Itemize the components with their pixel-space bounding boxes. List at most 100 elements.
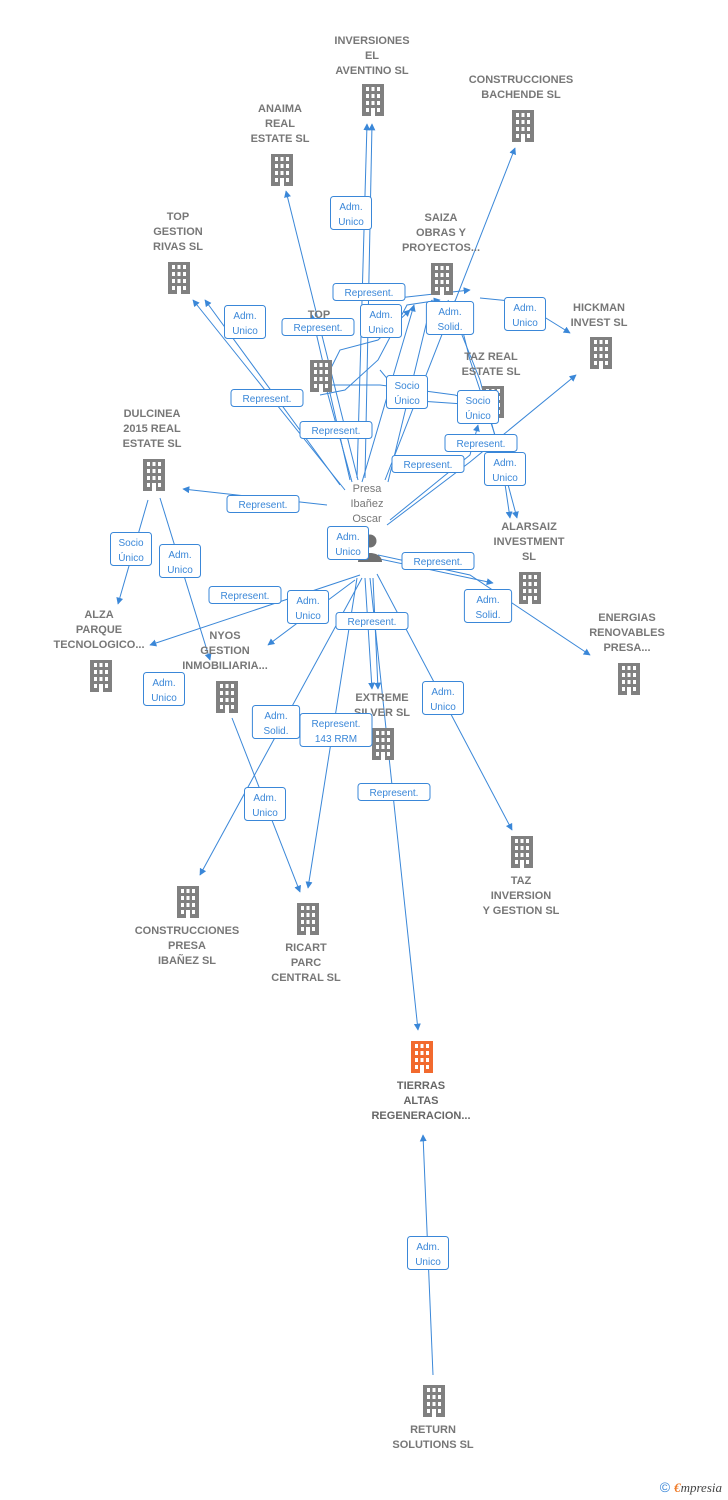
role-badge[interactable]: Adm.Unico <box>224 305 266 339</box>
role-label: Represent. <box>243 394 292 405</box>
company-name-line: NYOS <box>209 630 240 642</box>
role-badge[interactable]: Adm.Solid. <box>463 589 513 623</box>
building-icon <box>431 263 453 295</box>
role-badge[interactable]: Represent. <box>230 389 304 407</box>
company-name-line: INMOBILIARIA... <box>182 660 268 672</box>
role-badge[interactable]: Represent. <box>391 455 465 473</box>
company-name-line: EXTREME <box>355 692 408 704</box>
role-box <box>463 589 513 623</box>
role-badge[interactable]: Adm.Unico <box>244 787 286 821</box>
role-label: Único <box>465 409 491 422</box>
role-label: Adm. <box>339 202 362 213</box>
role-badge[interactable]: Represent. <box>444 434 518 452</box>
role-badge[interactable]: Represent. <box>208 586 282 604</box>
brand-name: mpresia <box>680 1480 722 1495</box>
role-badge[interactable]: Adm.Unico <box>484 452 526 486</box>
role-label: Adm. <box>336 532 359 543</box>
role-label: Adm. <box>416 1242 439 1253</box>
role-box <box>422 681 464 715</box>
role-badge[interactable]: Adm.Unico <box>159 544 201 578</box>
company-name-line: CONSTRUCCIONES <box>469 74 574 86</box>
role-box <box>330 196 372 230</box>
role-badge[interactable]: Represent. <box>357 783 431 801</box>
role-label: Represent. <box>348 617 397 628</box>
company-name-line: OBRAS Y <box>416 227 467 239</box>
role-label: Unico <box>232 326 258 337</box>
footer-brand[interactable]: ©€mpresia <box>660 1479 722 1496</box>
role-box <box>457 390 499 424</box>
person-name-line: Ibañez <box>350 498 383 510</box>
role-badge[interactable]: Adm.Unico <box>422 681 464 715</box>
building-icon <box>618 663 640 695</box>
role-badge[interactable]: Represent. <box>401 552 475 570</box>
role-box <box>327 526 369 560</box>
role-label: Unico <box>335 547 361 558</box>
role-badge[interactable]: Adm.Unico <box>287 590 329 624</box>
role-badge[interactable]: Adm.Solid. <box>425 301 475 335</box>
company-node-nyos[interactable]: NYOSGESTIONINMOBILIARIA... <box>182 630 268 713</box>
company-name-line: SAIZA <box>425 212 458 224</box>
building-icon <box>512 110 534 142</box>
building-icon <box>519 572 541 604</box>
role-badge[interactable]: Adm.Unico <box>360 304 402 338</box>
role-box <box>386 375 428 409</box>
role-badge[interactable]: Represent. <box>299 421 373 439</box>
relation-edge <box>149 574 361 647</box>
role-badge[interactable]: Represent.143 RRM <box>299 713 373 747</box>
company-node-tierras[interactable]: TIERRASALTASREGENERACION... <box>371 1041 471 1122</box>
company-node-energias[interactable]: ENERGIASRENOVABLESPRESA... <box>589 612 665 695</box>
role-label: Unico <box>430 702 456 713</box>
role-badge[interactable]: Adm.Unico <box>330 196 372 230</box>
role-badge[interactable]: Represent. <box>335 612 409 630</box>
role-box <box>287 590 329 624</box>
role-label: Adm. <box>369 310 392 321</box>
role-label: Adm. <box>513 303 536 314</box>
role-badge[interactable]: Adm.Unico <box>143 672 185 706</box>
building-icon <box>271 154 293 186</box>
company-name-line: AVENTINO SL <box>335 65 408 77</box>
building-icon <box>362 84 384 116</box>
role-badge[interactable]: Represent. <box>226 495 300 513</box>
role-badge[interactable]: Represent. <box>281 318 355 336</box>
role-badge[interactable]: Adm.Solid. <box>251 705 301 739</box>
company-name-line: TECNOLOGICO... <box>53 639 144 651</box>
role-label: Único <box>118 551 144 564</box>
role-label: Adm. <box>438 307 461 318</box>
role-badge[interactable]: Adm. Unico <box>327 526 369 560</box>
role-label: Represent. <box>312 426 361 437</box>
role-label: Socio <box>394 381 419 392</box>
person-name-line: Oscar <box>352 513 382 525</box>
role-box <box>444 434 518 452</box>
building-icon <box>143 459 165 491</box>
role-label: Adm. <box>264 711 287 722</box>
role-badge[interactable]: Represent. <box>332 283 406 301</box>
role-badge[interactable]: Adm.Unico <box>504 297 546 331</box>
relation-edge <box>364 577 376 690</box>
company-name-line: DULCINEA <box>124 408 181 420</box>
company-name-line: 2015 REAL <box>123 423 181 435</box>
role-label: Represent. <box>404 460 453 471</box>
company-name-line: TAZ <box>511 875 532 887</box>
company-name-line: ALARSAIZ <box>501 521 557 533</box>
company-name-line: ENERGIAS <box>598 612 655 624</box>
company-node-alza[interactable]: ALZAPARQUETECNOLOGICO... <box>53 609 145 692</box>
role-box <box>159 544 201 578</box>
role-badge[interactable]: Adm.Unico <box>407 1236 449 1270</box>
